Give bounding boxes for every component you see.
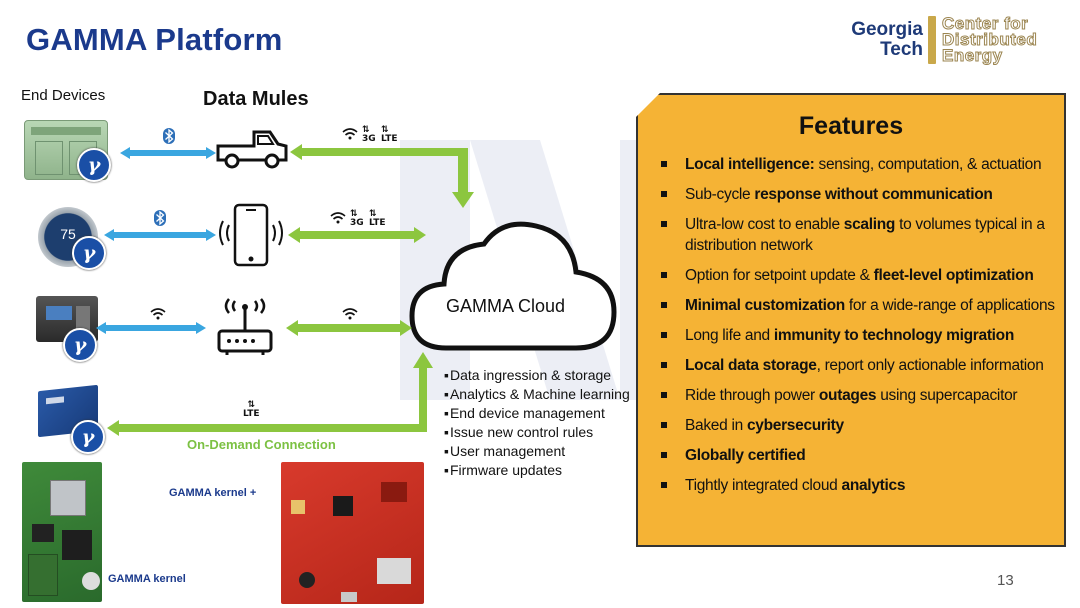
logo-divider [928,16,936,64]
gamma-kernel-board-image [22,462,102,602]
cellular-3g-label: ⇅3G [362,125,376,144]
feature-item: Local data storage, report only actionab… [660,355,1060,376]
wifi-icon [330,212,346,224]
gamma-badge: γ [63,328,97,362]
bluetooth-link-2 [104,210,216,241]
truck-icon [216,130,288,169]
feature-item: Local intelligence: sensing, computation… [660,154,1060,175]
logo-center-for: Center for [941,14,1029,33]
feature-item: Baked in cybersecurity [660,415,1060,436]
feature-item: Long life and immunity to technology mig… [660,325,1060,346]
bluetooth-link-1 [120,128,216,159]
logo-georgia: Georgia [851,19,923,40]
list-item: Data ingression & storage [444,366,630,385]
cloud-icon [409,221,617,351]
feature-item: Globally certified [660,445,1060,466]
data-mules-label: Data Mules [203,88,309,110]
list-item: Issue new control rules [444,423,630,442]
gamma-badge: γ [72,236,106,270]
gamma-badge: γ [77,148,111,182]
feature-item: Option for setpoint update & fleet-level… [660,265,1060,286]
wifi-icon [342,308,358,320]
wifi-link-2 [286,320,412,336]
list-item: End device management [444,404,630,423]
lte-on-demand-link [107,352,433,436]
page-number: 13 [997,572,1014,589]
feature-item: Minimal customization for a wide-range o… [660,295,1060,316]
feature-item: Sub-cycle response without communication [660,184,1060,205]
wifi-icon [150,308,166,320]
cellular-lte-label: ⇅LTE [381,125,398,144]
cellular-lte-label: ⇅LTE [369,209,386,228]
cloud-label: GAMMA Cloud [446,296,566,316]
feature-item: Tightly integrated cloud analytics [660,475,1060,496]
gamma-badge: γ [71,420,105,454]
logo-tech: Tech [880,39,923,60]
wifi-icon [342,128,358,140]
cloud-functions-list: Data ingression & storage Analytics & Ma… [444,366,630,480]
features-title: Features [798,112,904,140]
end-devices-label: End Devices [21,87,106,104]
lte-label: ⇅LTE [243,400,260,419]
wifi-link-1 [96,322,206,334]
logo-distributed: Distributed [941,30,1038,49]
page-title: GAMMA Platform [26,22,283,57]
features-list: Local intelligence: sensing, computation… [660,154,1060,505]
gamma-kernel-plus-board-image [281,462,424,604]
gamma-kernel-label: GAMMA kernel [108,573,186,585]
features-panel [636,93,1066,547]
list-item: User management [444,442,630,461]
gamma-kernel-plus-label: GAMMA kernel + [169,487,257,499]
smartphone-icon [219,203,283,267]
feature-item: Ultra-low cost to enable scaling to volu… [660,214,1060,256]
feature-item: Ride through power outages using superca… [660,385,1060,406]
on-demand-connection-label: On-Demand Connection [187,437,336,452]
logo-energy: Energy [942,46,1003,65]
cellular-3g-label: ⇅3G [350,209,364,228]
thermostat-reading: 75 [60,226,76,242]
list-item: Firmware updates [444,461,630,480]
router-icon [217,298,273,355]
cellular-link-2 [288,227,426,243]
list-item: Analytics & Machine learning [444,385,630,404]
cellular-link-1 [290,144,474,208]
